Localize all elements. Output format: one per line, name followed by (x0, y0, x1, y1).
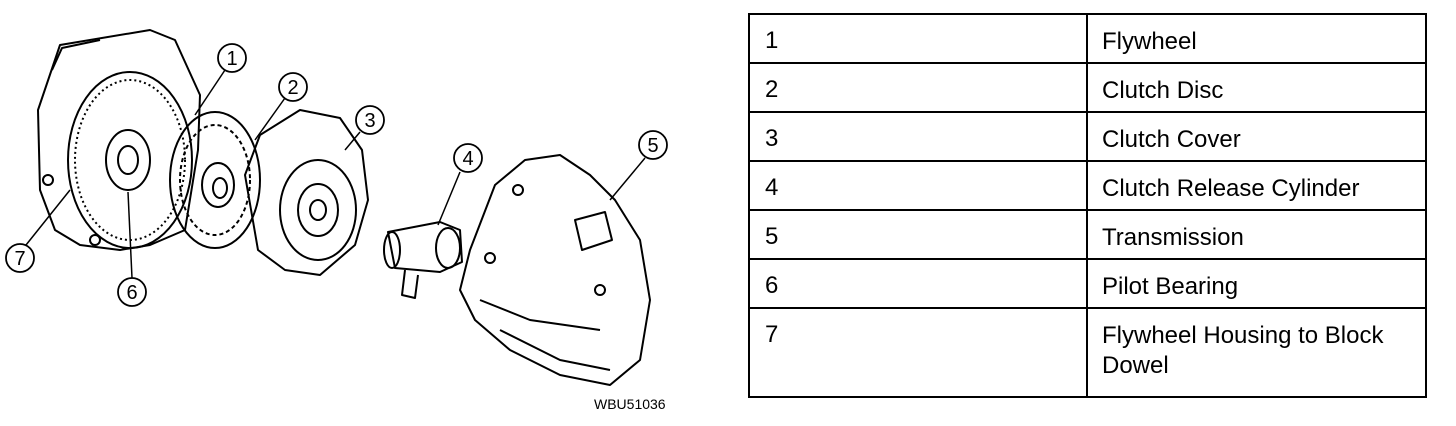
callout-1: 1 (226, 48, 237, 70)
transmission (459, 154, 651, 386)
legend-number: 2 (748, 62, 1088, 113)
figure-code: WBU51036 (594, 396, 666, 412)
callout-4: 4 (462, 148, 473, 170)
legend-description: Clutch Release Cylinder (1086, 160, 1427, 211)
legend-description: Transmission (1086, 209, 1427, 260)
legend-number: 6 (748, 258, 1088, 309)
legend-description: Flywheel (1086, 13, 1427, 64)
clutch-exploded-diagram: 1 2 3 4 5 6 7 (5, 29, 668, 386)
legend-number: 1 (748, 13, 1088, 64)
legend-description: Pilot Bearing (1086, 258, 1427, 309)
callout-6-circle (117, 277, 147, 307)
callout-3-circle (355, 105, 385, 135)
legend-description: Clutch Disc (1086, 62, 1427, 113)
legend-row: 3 Clutch Cover (748, 111, 1427, 162)
callout-3: 3 (364, 110, 375, 132)
legend-table: 1 Flywheel 2 Clutch Disc 3 Clutch Cover … (748, 13, 1427, 398)
clutch-disc (169, 111, 261, 249)
legend-description: Clutch Cover (1086, 111, 1427, 162)
clutch-cover (244, 109, 369, 276)
callout-5-circle (638, 130, 668, 160)
callout-4-circle (453, 143, 483, 173)
legend-number: 5 (748, 209, 1088, 260)
callout-7: 7 (14, 248, 25, 270)
legend-number: 7 (748, 307, 1088, 398)
callout-5: 5 (647, 135, 658, 157)
legend-row: 2 Clutch Disc (748, 62, 1427, 113)
legend-row: 4 Clutch Release Cylinder (748, 160, 1427, 211)
legend-row: 1 Flywheel (748, 13, 1427, 64)
legend-number: 4 (748, 160, 1088, 211)
release-cylinder (383, 221, 463, 299)
legend-row: 7 Flywheel Housing to Block Dowel (748, 307, 1427, 398)
callout-6: 6 (126, 282, 137, 304)
legend-description: Flywheel Housing to Block Dowel (1086, 307, 1427, 398)
callout-2-circle (278, 72, 308, 102)
legend-number: 3 (748, 111, 1088, 162)
callout-1-circle (217, 43, 247, 73)
legend-row: 5 Transmission (748, 209, 1427, 260)
callout-2: 2 (287, 77, 298, 99)
callout-7-circle (5, 243, 35, 273)
engine-back-plate (37, 29, 201, 251)
legend-row: 6 Pilot Bearing (748, 258, 1427, 309)
